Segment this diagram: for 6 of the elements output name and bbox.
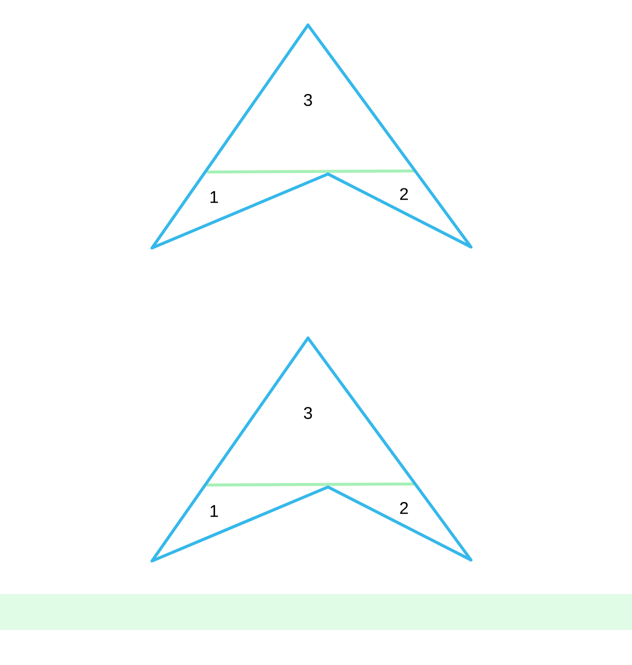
angle-number: 2 [400,502,408,514]
angle-number: 1 [210,505,218,517]
angle-number: 2 [400,188,408,200]
angle-number: 1 [210,191,218,203]
angle-number: 3 [304,94,312,106]
angle-number: 3 [304,406,312,420]
